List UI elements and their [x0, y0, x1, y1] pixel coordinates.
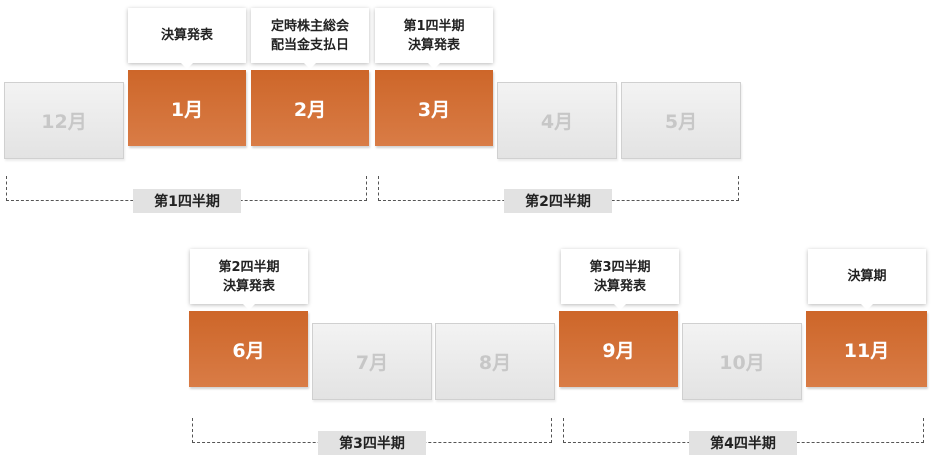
callout-jan: 決算発表: [128, 8, 246, 69]
callout-jun: 第2四半期 決算発表: [190, 249, 308, 310]
callout-line: 決算発表: [222, 278, 275, 294]
month-nov: 11月: [806, 311, 927, 387]
quarter-label-q1: 第1四半期: [133, 189, 241, 213]
month-jun: 6月: [189, 311, 308, 387]
month-may: 5月: [621, 82, 741, 159]
month-feb: 2月: [251, 70, 369, 146]
month-aug: 8月: [435, 323, 555, 400]
month-jan: 1月: [128, 70, 246, 146]
callout-line: 決算発表: [593, 278, 646, 294]
month-mar: 3月: [375, 70, 493, 146]
callout-line: 決算発表: [160, 28, 213, 43]
callout-line: 配当金支払日: [270, 37, 349, 53]
callout-line: 第2四半期: [218, 259, 280, 275]
callout-line: 定時株主総会: [270, 18, 349, 34]
callout-nov: 決算期: [808, 249, 926, 310]
quarter-label-q4: 第4四半期: [689, 431, 797, 455]
callout-sep: 第3四半期 決算発表: [561, 249, 679, 310]
callout-line: 第1四半期: [403, 18, 465, 34]
month-oct: 10月: [682, 323, 802, 400]
callout-line: 第3四半期: [589, 259, 651, 275]
callout-line: 決算期: [847, 269, 887, 284]
quarter-label-q3: 第3四半期: [318, 431, 426, 455]
callout-feb: 定時株主総会 配当金支払日: [251, 8, 369, 69]
month-apr: 4月: [497, 82, 617, 159]
callout-mar: 第1四半期 決算発表: [375, 8, 493, 69]
quarter-label-q2: 第2四半期: [504, 189, 612, 213]
month-jul: 7月: [312, 323, 432, 400]
month-dec: 12月: [4, 82, 124, 159]
month-sep: 9月: [559, 311, 678, 387]
callout-line: 決算発表: [407, 37, 460, 53]
